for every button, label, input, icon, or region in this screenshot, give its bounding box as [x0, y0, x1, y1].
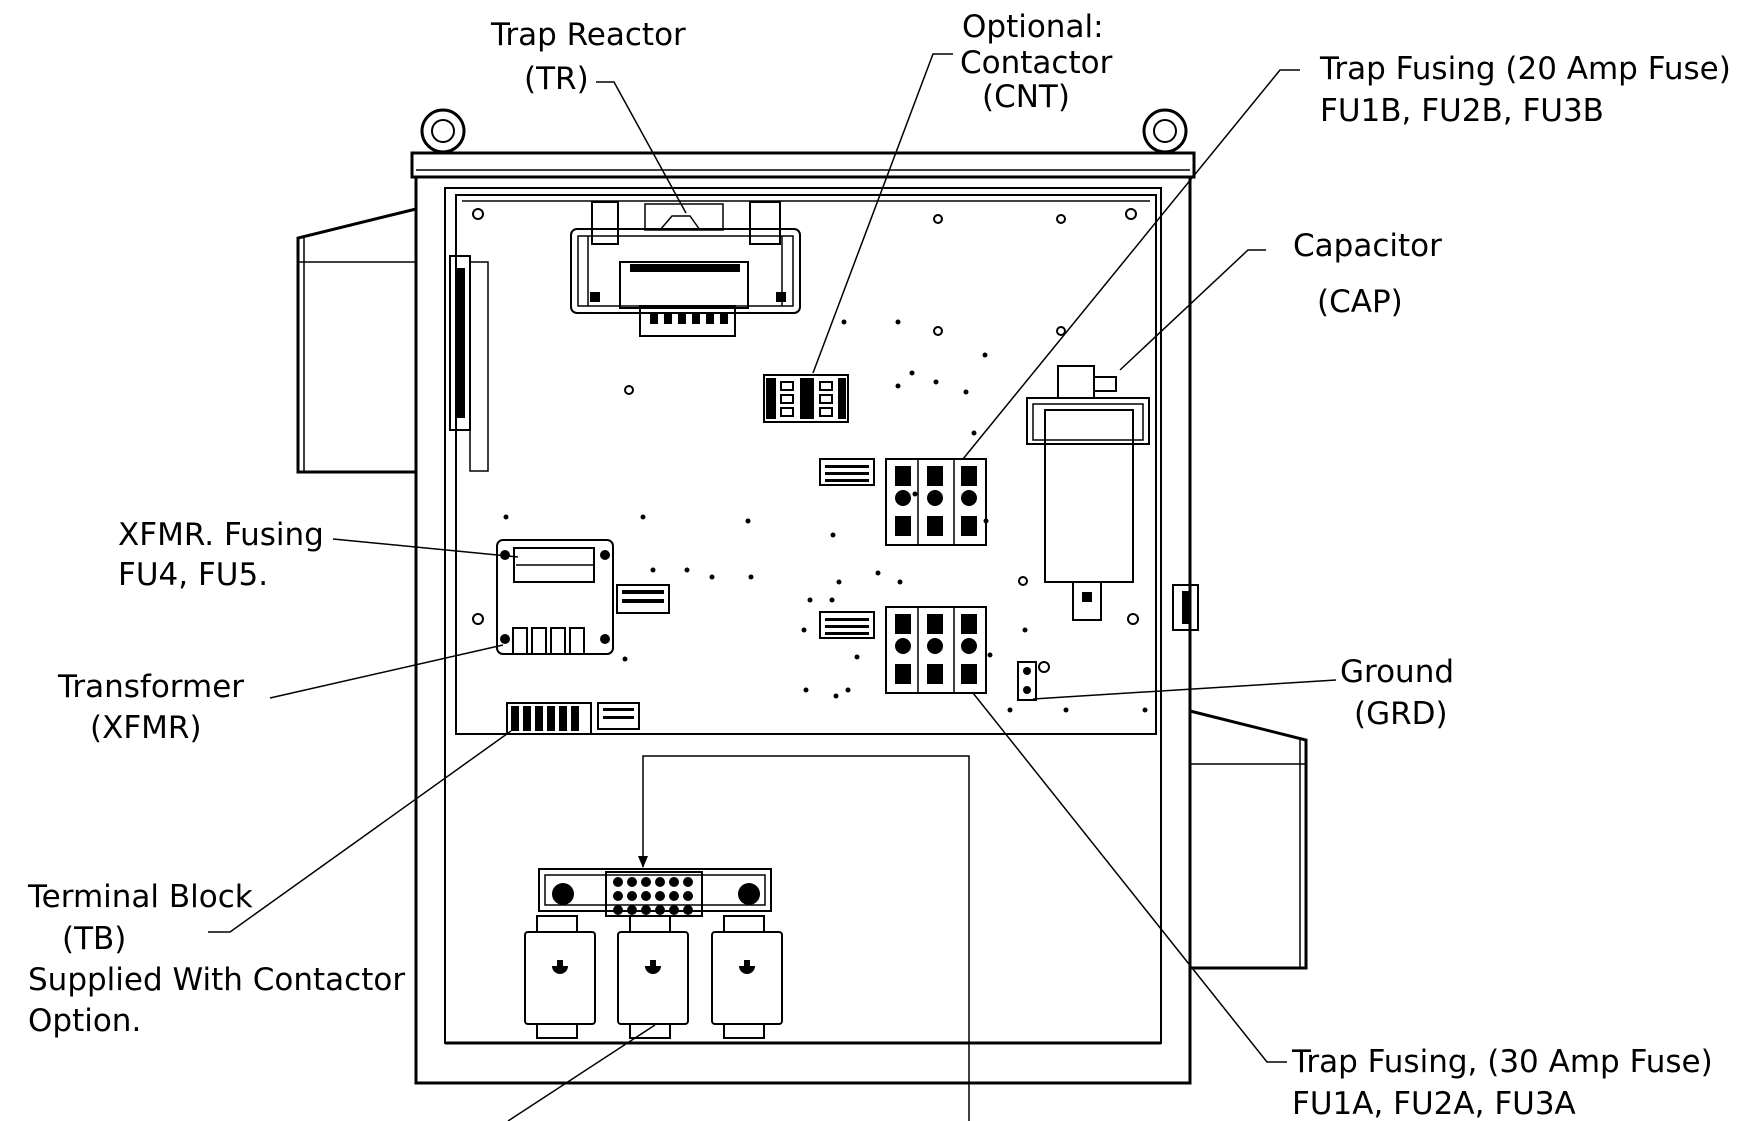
ground-lug — [1017, 661, 1050, 701]
trap-reactor-code: (TR) — [524, 61, 589, 97]
ground-title: Ground — [1340, 654, 1454, 690]
leader-lines — [208, 53, 1337, 1121]
label-transformer: Transformer (XFMR) — [57, 669, 244, 746]
label-capacitor: Capacitor (CAP) — [1293, 228, 1442, 320]
door-latch — [1172, 584, 1199, 631]
terminal-block-title: Terminal Block — [27, 879, 253, 915]
transformer — [496, 539, 670, 655]
trap-fusing-30a-title: Trap Fusing, (30 Amp Fuse) — [1291, 1044, 1713, 1080]
mounting-hole — [1125, 208, 1137, 220]
mounting-hole — [472, 613, 484, 625]
mounting-hole — [472, 208, 484, 220]
capacitor-code: (CAP) — [1317, 284, 1403, 320]
label-trap-fusing-20a: Trap Fusing (20 Amp Fuse) FU1B, FU2B, FU… — [1319, 51, 1731, 129]
lifting-eye-right — [1142, 108, 1188, 154]
terminal-block — [506, 702, 640, 735]
contactor — [763, 374, 849, 423]
fuse-block-30a — [819, 606, 987, 694]
fuse-block-20a — [819, 458, 987, 546]
trap-reactor — [570, 201, 801, 337]
trap-fusing-20a-title: Trap Fusing (20 Amp Fuse) — [1319, 51, 1731, 87]
xfmr-fusing-codes: FU4, FU5. — [118, 557, 268, 593]
capacitor — [1026, 365, 1150, 621]
label-contactor: Optional: Contactor (CNT) — [960, 9, 1113, 115]
enclosure — [296, 108, 1308, 1085]
contactor-code: (CNT) — [982, 79, 1070, 115]
transformer-title: Transformer — [57, 669, 244, 705]
contactor-title: Contactor — [960, 45, 1113, 81]
trap-fusing-30a-codes: FU1A, FU2A, FU3A — [1292, 1086, 1576, 1121]
back-panel — [449, 194, 1157, 735]
terminal-block-code: (TB) — [62, 921, 126, 957]
label-trap-fusing-30a: Trap Fusing, (30 Amp Fuse) FU1A, FU2A, F… — [1291, 1044, 1713, 1121]
transformer-code: (XFMR) — [90, 710, 202, 746]
xfmr-fusing-title: XFMR. Fusing — [118, 517, 324, 553]
label-trap-reactor: Trap Reactor (TR) — [490, 17, 686, 97]
enclosure-top-cap — [410, 151, 1196, 179]
trap-reactor-title: Trap Reactor — [490, 17, 686, 53]
terminal-block-note-1: Supplied With Contactor — [28, 962, 405, 998]
lifting-eye-left — [420, 108, 466, 154]
label-terminal-block: Terminal Block (TB) Supplied With Contac… — [27, 879, 405, 1039]
right-vent-hood — [1189, 709, 1308, 970]
trap-fusing-20a-codes: FU1B, FU2B, FU3B — [1320, 93, 1604, 129]
contactor-optional: Optional: — [962, 9, 1104, 45]
left-vent-hood — [296, 207, 417, 474]
terminal-block-note-2: Option. — [28, 1003, 141, 1039]
ground-code: (GRD) — [1354, 696, 1448, 732]
label-ground: Ground (GRD) — [1340, 654, 1454, 732]
label-xfmr-fusing: XFMR. Fusing FU4, FU5. — [118, 517, 324, 593]
power-distribution-block — [524, 868, 783, 1039]
mounting-hole — [1127, 613, 1139, 625]
capacitor-title: Capacitor — [1293, 228, 1442, 264]
